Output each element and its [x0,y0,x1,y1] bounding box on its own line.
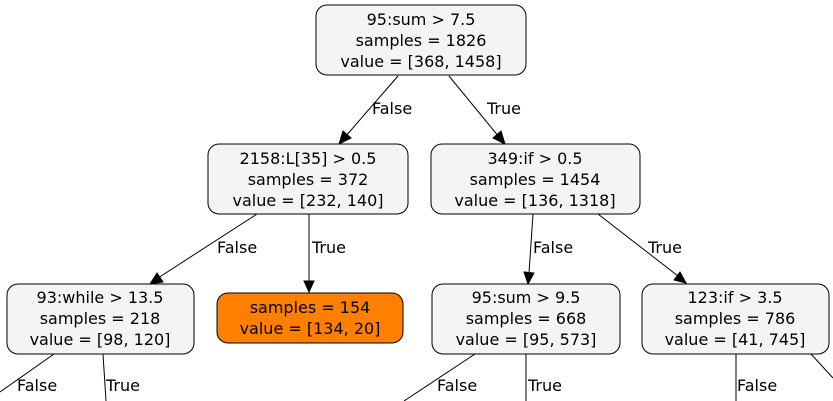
edge-leftleft-true-stub [102,353,107,401]
edge-label-root-false: False [372,99,412,118]
node-line: samples = 154 [250,298,371,317]
edge-label-leftleft-false: False [17,376,57,395]
node-box-leaf [216,292,404,344]
node-line: samples = 1826 [356,31,487,50]
node-line: value = [41, 745] [665,330,806,349]
node-line: 93:while > 13.5 [37,288,164,307]
node-box [207,143,409,215]
edge-label-rightleft-true: True [527,376,562,395]
edge-rightright-true-stub [810,353,833,379]
edge-root-to-left [344,75,399,138]
node-line: 95:sum > 7.5 [367,10,476,29]
edge-label-root-true: True [486,99,521,118]
edge-label-right-false: False [533,238,573,257]
tree-node-left-left: 93:while > 13.5 samples = 218 value = [9… [6,283,195,355]
tree-node-left-right-leaf: samples = 154 value = [134, 20] [216,292,404,344]
edge-label-right-true: True [647,238,682,257]
edge-label-leftleft-true: True [105,376,140,395]
node-line: 349:if > 0.5 [487,149,582,168]
edges: False True False True False True False T… [0,75,833,401]
edge-right-to-rightleft [528,213,534,274]
node-line: value = [136, 1318] [454,191,615,210]
node-line: 95:sum > 9.5 [472,288,581,307]
node-box [315,4,527,76]
node-line: samples = 218 [40,309,161,328]
node-box [431,283,621,355]
edge-left-to-leftleft [157,213,258,279]
node-line: samples = 1454 [470,170,601,189]
edge-label-rightleft-false: False [437,376,477,395]
node-line: samples = 786 [675,309,796,328]
node-line: 2158:L[35] > 0.5 [240,149,377,168]
tree-node-right: 349:if > 0.5 samples = 1454 value = [136… [430,143,641,215]
node-line: value = [232, 140] [232,191,383,210]
node-box [6,283,195,355]
arrowhead-right-to-rightleft [523,271,535,286]
edge-right-to-rightright [597,213,679,277]
arrowhead-root-to-left [338,130,352,145]
node-box [430,143,641,215]
node-line: value = [134, 20] [240,319,381,338]
node-line: samples = 668 [466,309,587,328]
node-box [641,283,830,355]
tree-node-right-right: 123:if > 3.5 samples = 786 value = [41, … [641,283,830,355]
tree-node-right-left: 95:sum > 9.5 samples = 668 value = [95, … [431,283,621,355]
arrowhead-left-to-leftright [303,280,315,294]
edge-label-rightright-false: False [737,376,777,395]
edge-rightleft-false-stub [403,353,476,401]
arrowhead-left-to-leftleft [148,272,164,285]
arrowhead-right-to-rightright [673,271,687,284]
tree-node-left: 2158:L[35] > 0.5 samples = 372 value = [… [207,143,409,215]
tree-node-root: 95:sum > 7.5 samples = 1826 value = [368… [315,4,527,76]
edge-label-left-false: False [217,238,257,257]
edge-label-left-true: True [311,238,346,257]
edge-leftleft-false-stub [0,353,55,393]
node-line: value = [368, 1458] [340,52,501,71]
node-line: 123:if > 3.5 [687,288,782,307]
edge-root-to-right [448,75,500,138]
arrowhead-root-to-right [492,130,506,145]
node-line: value = [95, 573] [456,330,597,349]
node-line: samples = 372 [248,170,369,189]
node-line: value = [98, 120] [30,330,171,349]
